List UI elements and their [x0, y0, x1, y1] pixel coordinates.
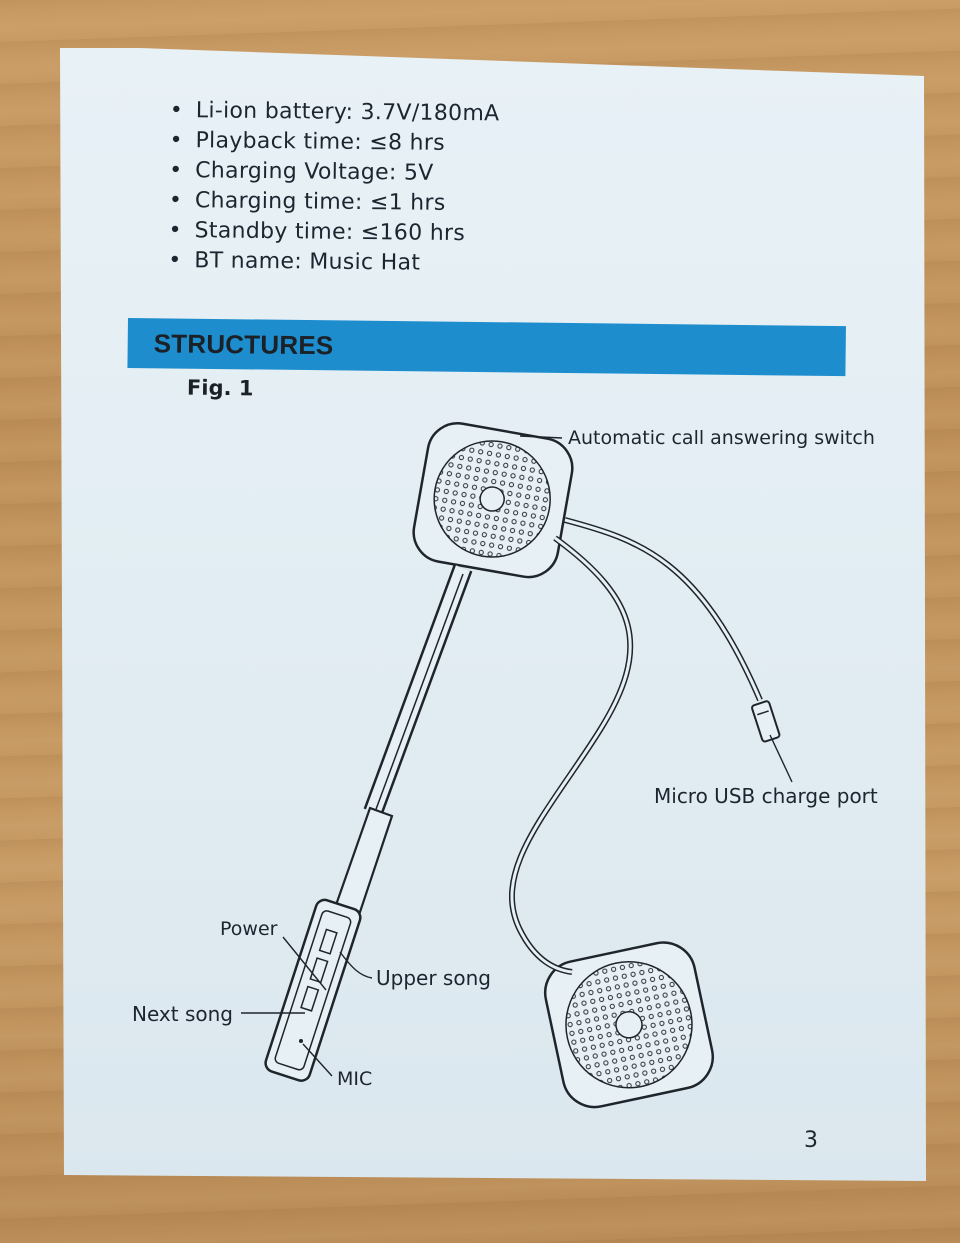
boom-mic-arm [334, 564, 473, 914]
callout-upper-song: Upper song [376, 966, 491, 990]
leader-line-upper-song [339, 951, 373, 979]
bottom-speaker [543, 941, 714, 1109]
leader-line-usb [769, 734, 793, 783]
top-speaker [412, 422, 574, 579]
usb-cable [564, 517, 763, 702]
leader-line-power [282, 936, 327, 991]
remote-control [264, 898, 362, 1082]
callout-auto-answer-switch: Automatic call answering switch [568, 427, 875, 449]
mic-hole-icon [299, 1039, 303, 1043]
page-number: 3 [804, 1128, 818, 1153]
callout-mic: MIC [337, 1068, 373, 1090]
usb-connector-icon [751, 700, 781, 743]
callout-micro-usb-port: Micro USB charge port [654, 784, 878, 808]
leader-line-auto-answer [519, 435, 563, 439]
callout-power: Power [220, 918, 278, 940]
manual-page [60, 48, 926, 1181]
leader-line-mic [302, 1043, 333, 1077]
speaker-link-cable [508, 535, 634, 975]
callout-next-song: Next song [132, 1002, 233, 1026]
